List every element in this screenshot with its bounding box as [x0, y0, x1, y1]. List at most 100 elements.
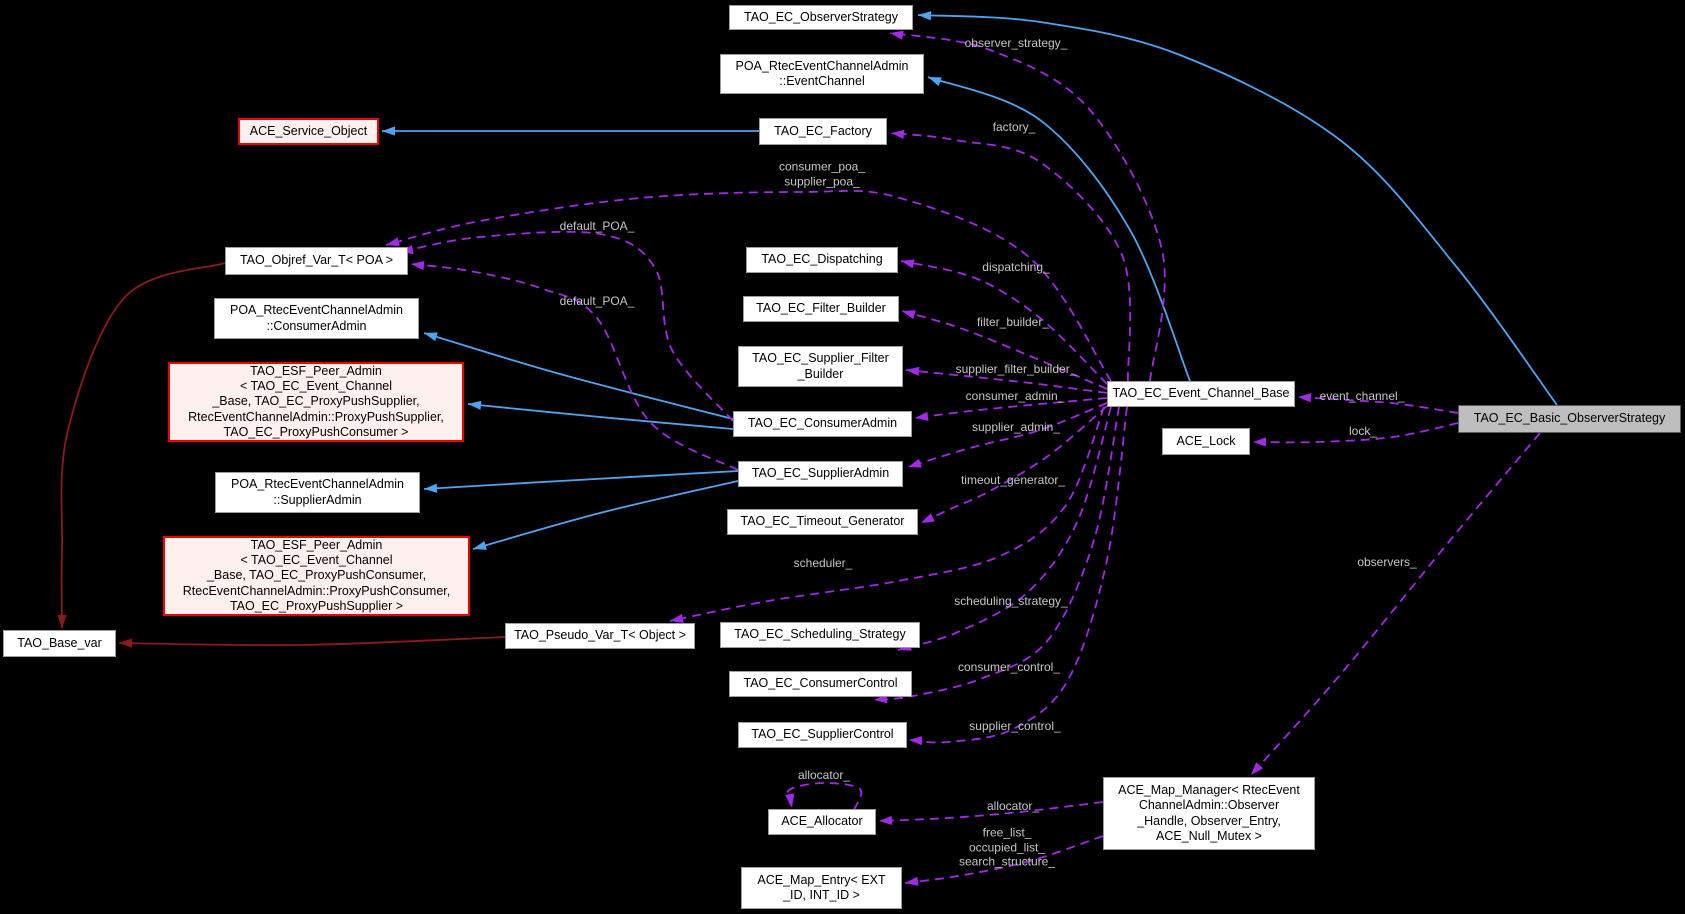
- edge-tao-ec-factory-to-ace-service-object: [382, 126, 759, 136]
- node-ace-lock[interactable]: ACE_Lock: [1162, 428, 1250, 455]
- node-label: ACE_Allocator: [781, 814, 863, 829]
- edge-label-observer_strategy: observer_strategy_: [964, 35, 1068, 50]
- edge-label-timeout_generator: timeout_generator_: [960, 472, 1066, 487]
- edge-tao-ec-event-channel-base-to-tao-ec-timeout-generator: [920, 405, 1108, 524]
- node-ace-allocator[interactable]: ACE_Allocator: [768, 809, 876, 835]
- node-tao-esf-peer-admin-consumer[interactable]: TAO_ESF_Peer_Admin< TAO_EC_Event_Channel…: [163, 536, 470, 616]
- node-label: TAO_Pseudo_Var_T< Object >: [514, 628, 686, 643]
- node-tao-ec-filter-builder[interactable]: TAO_EC_Filter_Builder: [743, 296, 899, 322]
- node-label: RtecEventChannelAdmin::ProxyPushSupplier…: [188, 409, 444, 424]
- arrowhead-icon: [411, 260, 425, 271]
- node-label: TAO_EC_Dispatching: [761, 252, 883, 267]
- arrowhead-icon: [921, 513, 935, 523]
- node-tao-ec-consumercontrol[interactable]: TAO_EC_ConsumerControl: [729, 671, 912, 697]
- node-label: < TAO_EC_Event_Channel: [239, 379, 393, 394]
- arrowhead-icon: [57, 615, 67, 628]
- edge-tao-ec-basic-observerstrategy-to-tao-ec-event-channel-base: [1297, 393, 1459, 414]
- node-label: TAO_Objref_Var_T< POA >: [239, 253, 394, 268]
- node-tao-ec-scheduling-strategy[interactable]: TAO_EC_Scheduling_Strategy: [720, 622, 920, 648]
- node-label: TAO_EC_ConsumerAdmin: [747, 416, 898, 431]
- node-label: _Base, TAO_EC_ProxyPushConsumer,: [206, 568, 427, 583]
- edge-label-consumer_control: consumer_control_: [957, 659, 1061, 674]
- node-tao-esf-peer-admin-supplier[interactable]: TAO_ESF_Peer_Admin< TAO_EC_Event_Channel…: [168, 362, 464, 442]
- edge-label-default_POA: default_POA_: [559, 218, 635, 233]
- arrowhead-icon: [424, 483, 438, 493]
- node-poa-rteceventchanneladmin-supplieradmin[interactable]: POA_RtecEventChannelAdmin::SupplierAdmin: [215, 472, 420, 513]
- edge-tao-ec-basic-observerstrategy-to-ace-map-manager: [1250, 432, 1541, 776]
- node-tao-ec-supplieradmin[interactable]: TAO_EC_SupplierAdmin: [738, 461, 903, 487]
- node-tao-ec-supplier-filter-builder[interactable]: TAO_EC_Supplier_Filter_Builder: [738, 346, 903, 387]
- arrowhead-icon: [906, 366, 920, 376]
- node-tao-ec-observerstrategy[interactable]: TAO_EC_ObserverStrategy: [729, 5, 913, 30]
- edge-tao-ec-supplieradmin-to-tao-objref-var-t-poa: [410, 260, 739, 471]
- edge-label-scheduler: scheduler_: [793, 555, 853, 570]
- node-poa-rteceventchanneladmin-eventchannel[interactable]: POA_RtecEventChannelAdmin::EventChannel: [720, 54, 924, 94]
- edge-tao-ec-event-channel-base-to-tao-ec-filter-builder: [901, 310, 1108, 390]
- node-label: TAO_EC_Factory: [774, 123, 872, 138]
- node-label: _Base, TAO_EC_ProxyPushSupplier,: [212, 394, 420, 409]
- edge-tao-ec-event-channel-base-to-tao-objref-var-t-poa: [385, 189, 1112, 382]
- node-label: _ID, INT_ID >: [783, 888, 860, 902]
- node-tao-pseudo-var-t-object[interactable]: TAO_Pseudo_Var_T< Object >: [505, 623, 695, 649]
- node-label: ACE_Service_Object: [249, 123, 368, 138]
- arrowhead-icon: [909, 736, 923, 746]
- edge-tao-ec-event-channel-base-to-tao-ec-supplieradmin: [907, 402, 1108, 468]
- edge-label-lock: lock_: [1348, 423, 1378, 438]
- node-ace-map-entry[interactable]: ACE_Map_Entry< EXT_ID, INT_ID >: [741, 867, 902, 909]
- node-tao-ec-timeout-generator[interactable]: TAO_EC_Timeout_Generator: [727, 509, 918, 535]
- edge-tao-ec-event-channel-base-to-tao-ec-observerstrategy: [889, 30, 1166, 382]
- node-label: TAO_EC_Event_Channel_Base: [1112, 386, 1290, 401]
- edge-tao-ec-event-channel-base-to-tao-ec-suppliercontrol: [908, 406, 1128, 746]
- node-tao-ec-basic-observerstrategy[interactable]: TAO_EC_Basic_ObserverStrategy: [1458, 405, 1681, 433]
- node-tao-objref-var-t-poa[interactable]: TAO_Objref_Var_T< POA >: [225, 247, 408, 275]
- node-label: ACE_Lock: [1176, 433, 1236, 448]
- arrowhead-icon: [1251, 762, 1264, 775]
- node-label: TAO_EC_SupplierAdmin: [751, 466, 890, 481]
- edge-label-scheduling_strategy: scheduling_strategy_: [954, 593, 1068, 608]
- node-label: TAO_ESF_Peer_Admin: [250, 538, 383, 552]
- edge-tao-ec-basic-observerstrategy-to-tao-ec-observerstrategy: [917, 11, 1558, 406]
- edge-label-free_list: free_list_occupied_list_search_structure…: [958, 825, 1056, 869]
- edge-label-consumer_poa: consumer_poa_supplier_poa_: [778, 159, 866, 189]
- arrowhead-icon: [424, 332, 438, 342]
- edge-tao-ec-event-channel-base-to-tao-ec-dispatching: [900, 259, 1108, 385]
- arrowhead-icon: [785, 793, 795, 807]
- node-tao-ec-suppliercontrol[interactable]: TAO_EC_SupplierControl: [738, 722, 907, 748]
- node-label: TAO_Base_var: [17, 635, 102, 650]
- node-label: POA_RtecEventChannelAdmin: [735, 58, 909, 73]
- edge-label-allocator: allocator_: [797, 767, 851, 782]
- node-poa-rteceventchanneladmin-consumeradmin[interactable]: POA_RtecEventChannelAdmin::ConsumerAdmin: [214, 298, 419, 339]
- node-label: TAO_EC_Filter_Builder: [756, 301, 886, 316]
- node-label: POA_RtecEventChannelAdmin: [230, 477, 404, 492]
- node-tao-ec-factory[interactable]: TAO_EC_Factory: [759, 118, 887, 145]
- node-label: _Handle, Observer_Entry,: [1137, 813, 1281, 828]
- edge-tao-objref-var-t-poa-to-tao-base-var: [57, 262, 226, 629]
- node-ace-service-object[interactable]: ACE_Service_Object: [238, 118, 379, 145]
- edge-tao-ec-consumeradmin-to-poa-rteceventchanneladmin-consumeradmin: [423, 332, 734, 420]
- edge-ace-map-manager-to-ace-allocator: [878, 801, 1104, 826]
- node-tao-ec-consumeradmin[interactable]: TAO_EC_ConsumerAdmin: [733, 411, 912, 437]
- node-label: ::ConsumerAdmin: [266, 318, 367, 333]
- edge-ace-map-manager-to-ace-map-entry: [904, 835, 1104, 886]
- arrowhead-icon: [386, 237, 400, 247]
- node-label: TAO_ESF_Peer_Admin: [250, 364, 382, 378]
- edge-label-allocator: allocator_: [986, 798, 1040, 813]
- arrowhead-icon: [918, 11, 932, 21]
- node-label: TAO_EC_ObserverStrategy: [744, 9, 898, 24]
- node-label: ::SupplierAdmin: [273, 492, 362, 507]
- node-tao-ec-dispatching[interactable]: TAO_EC_Dispatching: [746, 247, 898, 273]
- node-tao-ec-event-channel-base[interactable]: TAO_EC_Event_Channel_Base: [1107, 381, 1295, 407]
- edge-label-consumer_admin: consumer_admin_: [965, 388, 1065, 403]
- arrowhead-icon: [1298, 393, 1312, 403]
- node-tao-base-var[interactable]: TAO_Base_var: [3, 630, 116, 657]
- edge-label-event_channel: event_channel_: [1319, 388, 1405, 403]
- node-label: TAO_EC_SupplierControl: [751, 727, 894, 742]
- edge-label-supplier_control: supplier_control_: [969, 718, 1061, 733]
- arrowhead-icon: [901, 259, 915, 269]
- node-label: POA_RtecEventChannelAdmin: [229, 303, 403, 318]
- edge-tao-ec-event-channel-base-to-tao-ec-consumeradmin: [914, 397, 1108, 421]
- arrowhead-icon: [382, 126, 395, 136]
